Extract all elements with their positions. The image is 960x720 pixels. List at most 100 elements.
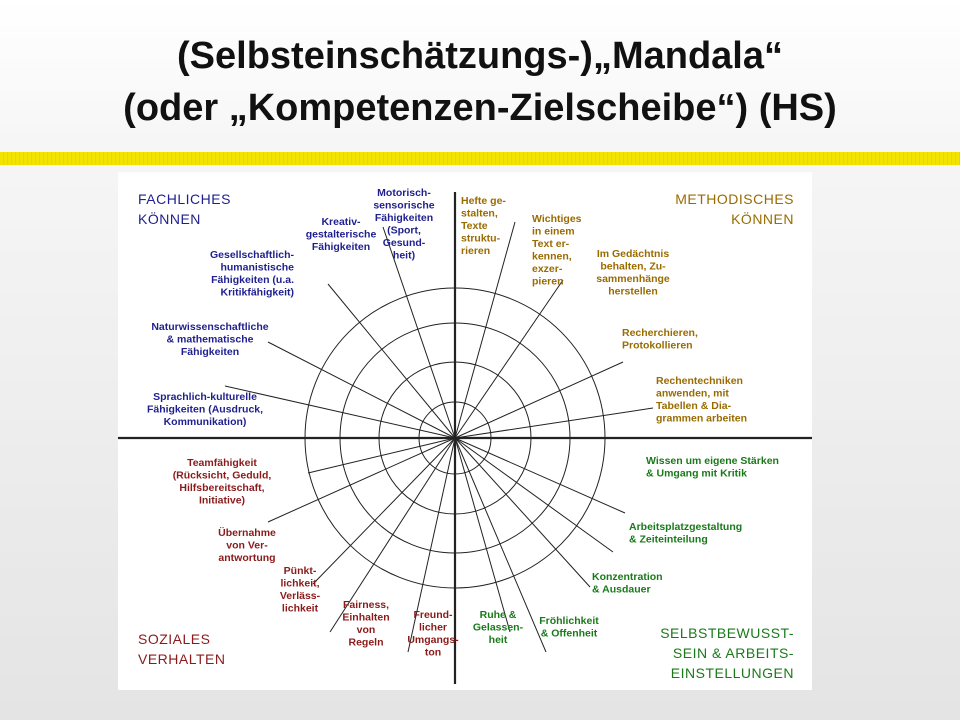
spoke-line: [454, 437, 511, 633]
heading-selbstbewusstsein: SELBSTBEWUSST-SEIN & ARBEITS-EINSTELLUNG…: [660, 625, 794, 681]
spoke-line: [454, 361, 624, 439]
label-konzentration-line: & Ausdauer: [592, 584, 651, 596]
label-naturwissenschaftlich-line: Naturwissenschaftliche: [151, 321, 268, 333]
label-recherchieren: Recherchieren,Protokollieren: [622, 327, 698, 352]
label-fairness-line: Einhalten: [342, 612, 389, 624]
label-konzentration-line: Konzentration: [592, 571, 663, 583]
label-konzentration: Konzentration& Ausdauer: [592, 571, 663, 596]
label-motorisch-line: Motorisch-: [377, 187, 431, 199]
mandala-panel: FACHLICHES KÖNNEN METHODISCHES KÖNNEN SOZIAL…: [118, 172, 812, 690]
title-line-2: (oder „Kompetenzen-Zielscheibe“) (HS): [123, 87, 837, 129]
spoke-line: [454, 437, 547, 653]
label-verantwortung-line: antwortung: [218, 552, 275, 564]
label-verantwortung-line: Übernahme: [218, 526, 276, 539]
label-freundlicher-umgangston-line: ton: [425, 647, 441, 659]
accent-bar: [0, 152, 960, 165]
heading-fachliches-koennen: FACHLICHES KÖNNEN: [138, 191, 231, 227]
label-freundlicher-umgangston-line: Freund-: [413, 609, 453, 621]
label-froehlichkeit: Fröhlichkeit& Offenheit: [539, 615, 599, 640]
label-sprachlich-line: Sprachlich-kulturelle: [153, 391, 257, 403]
label-ruhe-line: Gelassen-: [473, 622, 524, 634]
label-freundlicher-umgangston-line: licher: [419, 622, 447, 634]
mandala-diagram: FACHLICHES KÖNNEN METHODISCHES KÖNNEN SOZIAL…: [118, 187, 812, 684]
heading-soziales-verhalten-line: VERHALTEN: [138, 651, 225, 667]
label-gesellschaftlich-line: Gesellschaftlich-: [210, 249, 295, 261]
label-teamfaehigkeit-line: Hilfsbereitschaft,: [179, 482, 264, 494]
label-motorisch-line: sensorische: [373, 200, 434, 212]
heading-fachliches-koennen-line: FACHLICHES: [138, 191, 231, 207]
label-ruhe: Ruhe &Gelassen-heit: [473, 609, 524, 646]
label-gesellschaftlich-line: Kritikfähigkeit): [220, 287, 294, 299]
label-gedaechtnis-line: herstellen: [608, 286, 658, 298]
spoke-line: [454, 437, 626, 514]
label-verantwortung-line: von Ver-: [226, 540, 268, 552]
label-puenktlichkeit-line: Pünkt-: [284, 565, 317, 577]
label-kreativ-line: gestalterische: [306, 229, 377, 241]
label-puenktlichkeit-line: Verläss-: [280, 590, 321, 602]
heading-methodisches-koennen-line: KÖNNEN: [731, 210, 794, 227]
competence-labels: FACHLICHES KÖNNEN METHODISCHES KÖNNEN SOZIAL…: [138, 187, 794, 681]
label-puenktlichkeit-line: lichkeit,: [280, 578, 319, 590]
label-wichtiges-line: Wichtiges: [532, 213, 582, 225]
label-arbeitsplatz-line: Arbeitsplatzgestaltung: [629, 521, 742, 533]
spoke-line: [382, 226, 456, 439]
spoke-line: [307, 437, 456, 474]
spokes: [118, 192, 812, 684]
label-gesellschaftlich-line: humanistische: [220, 262, 294, 274]
spoke-line: [224, 385, 456, 439]
heading-selbstbewusstsein-line: EINSTELLUNGEN: [671, 665, 794, 681]
heading-methodisches-koennen-line: METHODISCHES: [675, 191, 794, 207]
label-froehlichkeit-line: & Offenheit: [541, 628, 598, 640]
label-wichtiges-line: pieren: [532, 276, 564, 288]
label-rechentechniken-line: anwenden, mit: [656, 388, 729, 400]
slide-title: (Selbsteinschätzungs-)„Mandala“ (oder „K…: [0, 30, 960, 134]
heading-soziales-verhalten: SOZIALES VERHALTEN: [138, 631, 225, 667]
label-gedaechtnis-line: sammenhänge: [596, 273, 670, 285]
label-hefte-line: stalten,: [461, 208, 498, 220]
spoke-line: [454, 221, 516, 439]
label-motorisch-line: Fähigkeiten: [375, 212, 433, 224]
label-hefte-line: rieren: [461, 245, 490, 257]
heading-fachliches-koennen-line: KÖNNEN: [138, 210, 201, 227]
heading-selbstbewusstsein-line: SELBSTBEWUSST-: [660, 625, 794, 641]
spoke-line: [267, 437, 456, 523]
label-teamfaehigkeit: Teamfähigkeit(Rücksicht, Geduld,Hilfsber…: [173, 457, 272, 507]
label-recherchieren-line: Protokollieren: [622, 340, 693, 352]
spoke-line: [312, 437, 456, 585]
label-hefte-line: Hefte ge-: [461, 195, 506, 207]
label-fairness-line: Regeln: [348, 637, 383, 649]
label-motorisch-line: Gesund-: [383, 237, 426, 249]
spoke-line: [454, 279, 564, 439]
title-line-1: (Selbsteinschätzungs-)„Mandala“: [177, 35, 783, 77]
spoke-line: [327, 283, 456, 439]
label-wichtiges-line: in einem: [532, 226, 575, 238]
label-hefte-line: struktu-: [461, 233, 501, 245]
spoke-line: [454, 437, 614, 553]
label-rechentechniken-line: Tabellen & Dia-: [656, 400, 732, 412]
label-rechentechniken-line: grammen arbeiten: [656, 413, 747, 425]
label-puenktlichkeit-line: lichkeit: [282, 603, 319, 615]
label-wichtiges-line: exzer-: [532, 263, 563, 275]
label-ruhe-line: heit: [489, 634, 508, 646]
label-staerken-line: Wissen um eigene Stärken: [646, 455, 779, 467]
label-arbeitsplatz-line: & Zeiteinteilung: [629, 534, 708, 546]
spoke-line: [454, 407, 654, 439]
label-gesellschaftlich-line: Fähigkeiten (u.a.: [211, 274, 294, 286]
label-motorisch-line: (Sport,: [387, 225, 421, 237]
label-fairness-line: Fairness,: [343, 599, 389, 611]
heading-soziales-verhalten-line: SOZIALES: [138, 631, 210, 647]
label-gedaechtnis-line: Im Gedächtnis: [597, 248, 670, 260]
label-teamfaehigkeit-line: Teamfähigkeit: [187, 457, 257, 469]
label-froehlichkeit-line: Fröhlichkeit: [539, 615, 599, 627]
label-ruhe-line: Ruhe &: [480, 609, 517, 621]
label-gedaechtnis-line: behalten, Zu-: [600, 261, 666, 273]
